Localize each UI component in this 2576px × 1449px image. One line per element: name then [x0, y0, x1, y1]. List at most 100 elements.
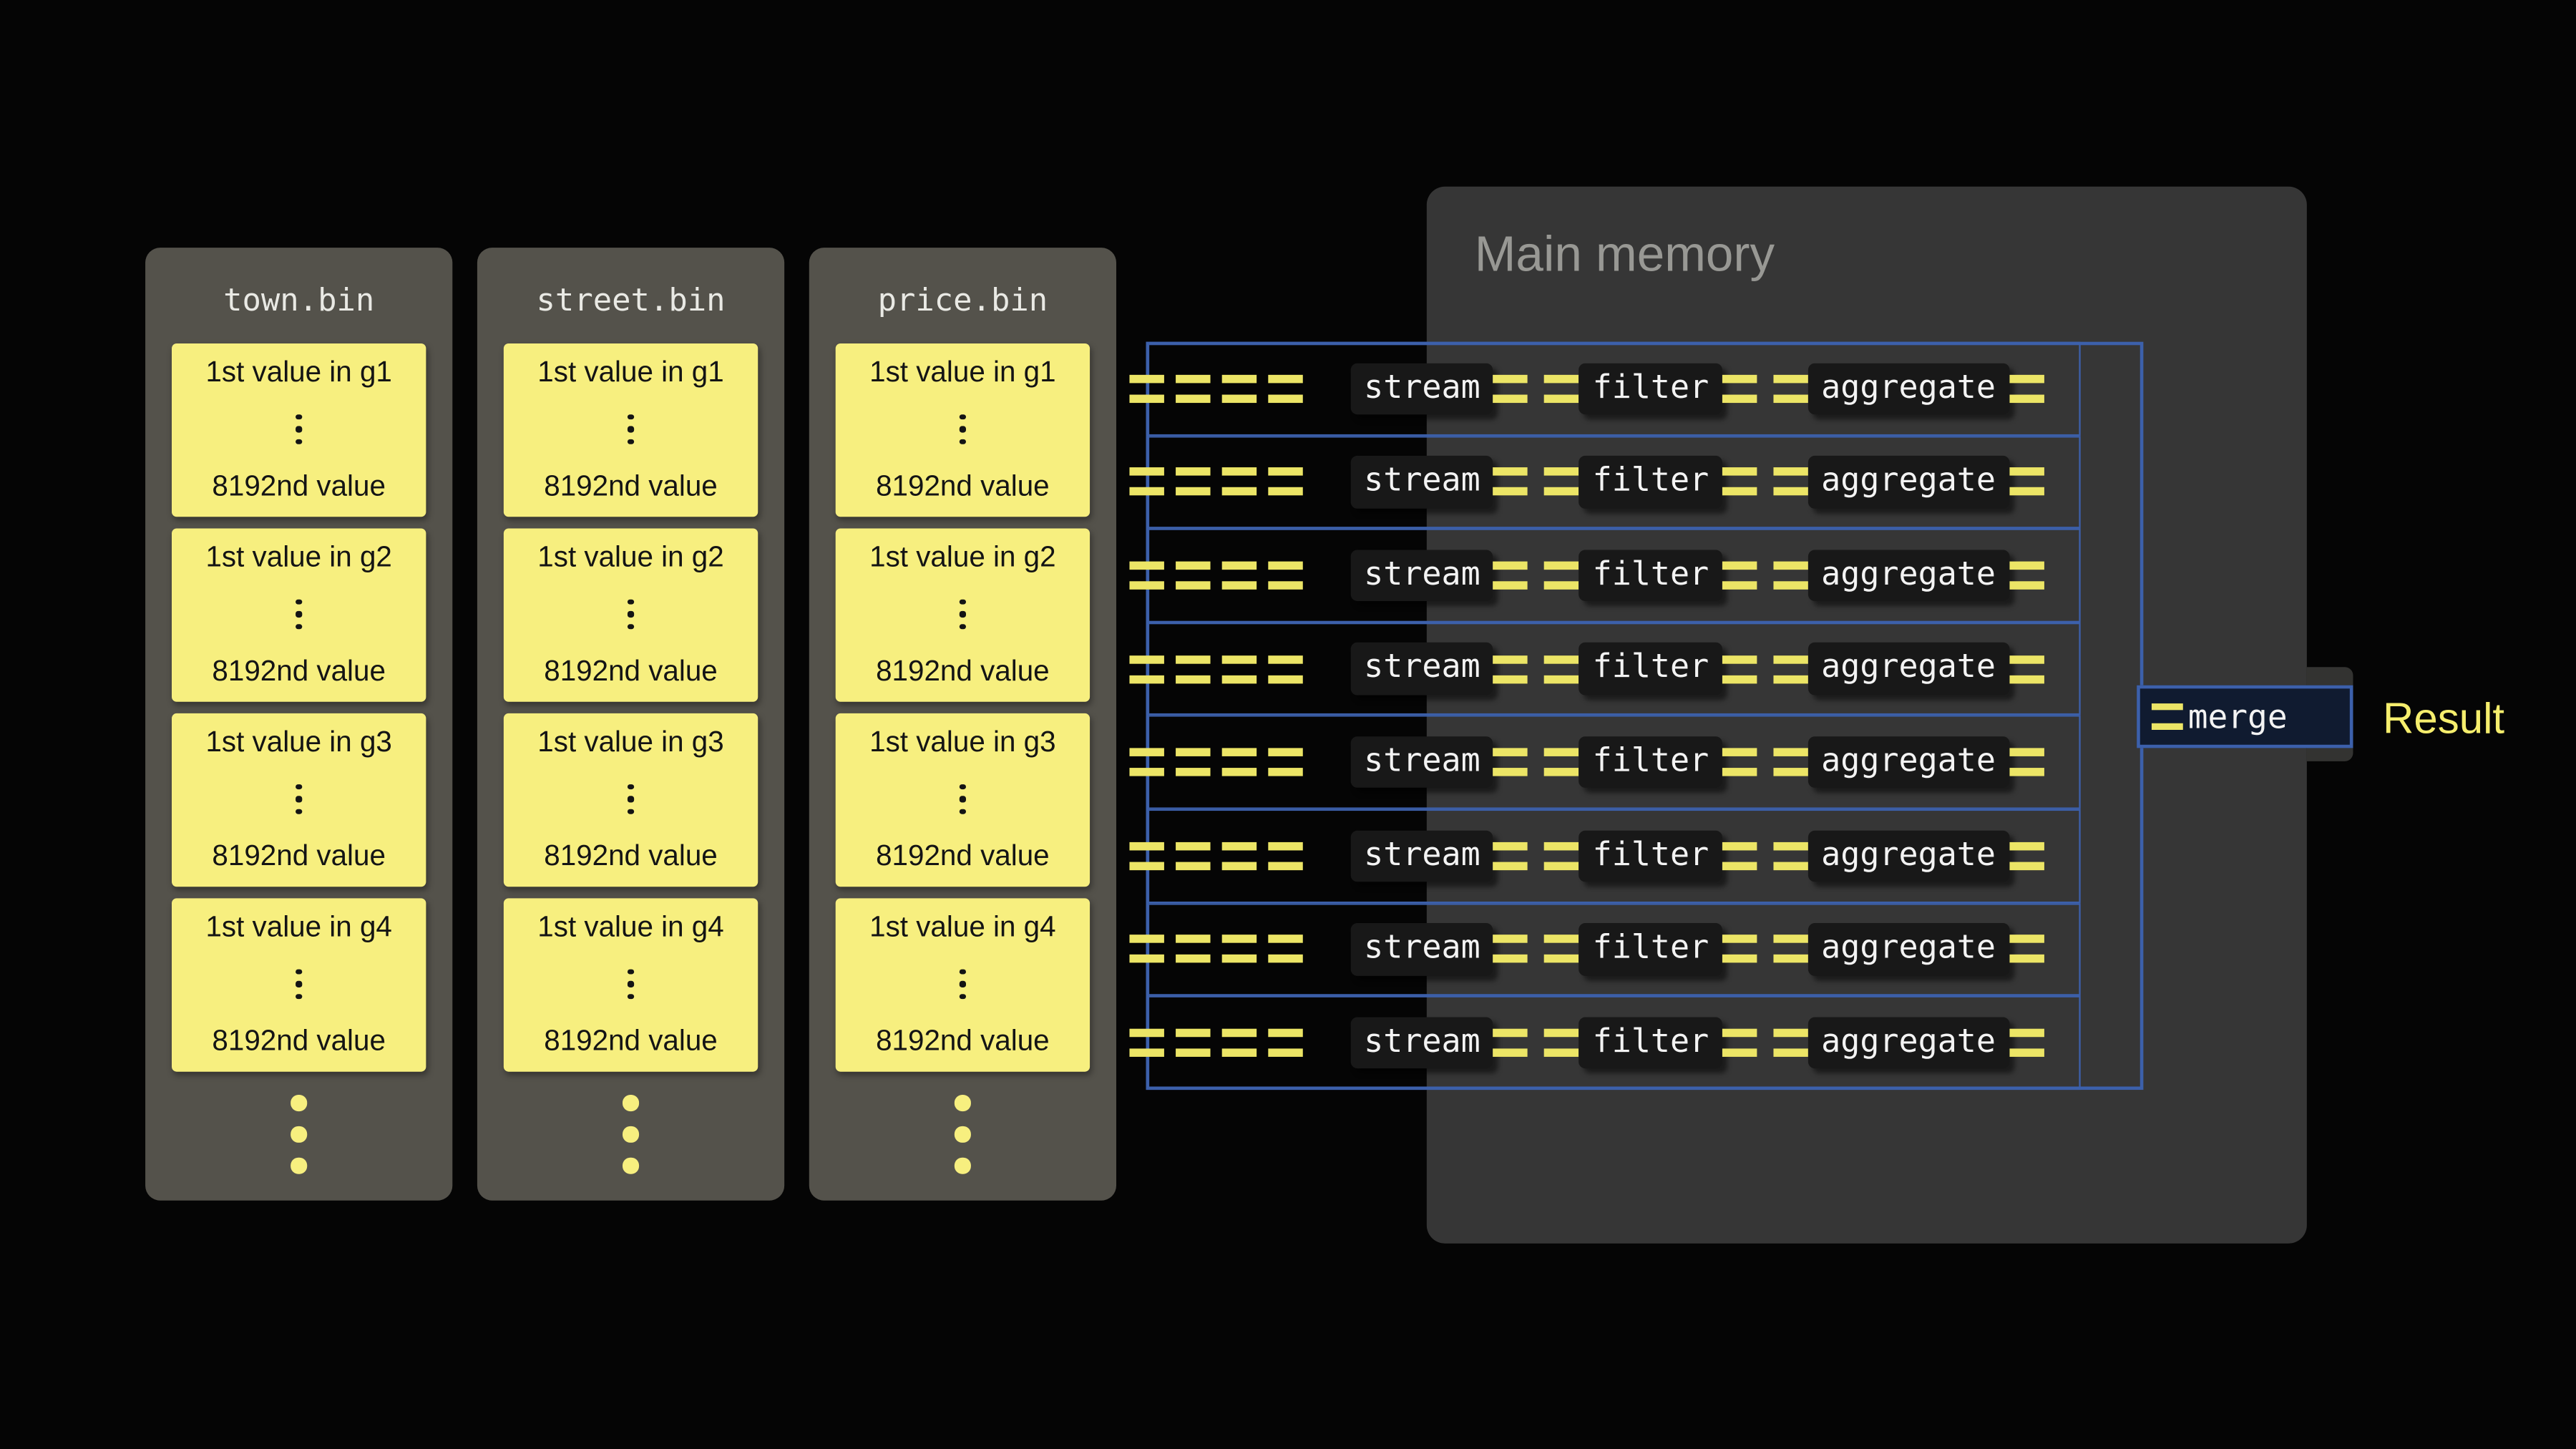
equals-icon — [1773, 561, 1808, 590]
equals-icon — [1129, 841, 1164, 870]
chunk-last-value: 8192nd value — [212, 468, 386, 502]
stage-box-filter: filter — [1579, 549, 1722, 602]
stage-box-aggregate: aggregate — [1807, 736, 2009, 789]
dot — [955, 1157, 971, 1174]
dot — [960, 624, 966, 630]
vertical-ellipsis-icon — [960, 599, 966, 630]
stage-box-stream: stream — [1350, 549, 1494, 602]
chunk-last-value: 8192nd value — [212, 838, 386, 872]
stage-box-stream: stream — [1350, 643, 1494, 696]
chunk-first-value: 1st value in g3 — [205, 725, 392, 758]
equals-icon — [1722, 561, 1757, 590]
equals-icon — [1268, 841, 1303, 870]
equals-icon — [1544, 655, 1580, 683]
dot — [296, 624, 302, 630]
dot — [960, 994, 966, 1000]
vertical-ellipsis-icon — [296, 784, 302, 815]
more-chunks-ellipsis-icon — [477, 1094, 784, 1174]
dot — [628, 599, 634, 605]
merge-box: merge — [2137, 684, 2353, 748]
dot — [960, 981, 966, 987]
equals-icon — [1268, 1028, 1303, 1057]
dot — [296, 611, 302, 618]
main-memory-title: Main memory — [1474, 228, 1775, 283]
equals-icon — [1722, 935, 1757, 964]
chunk-last-value: 8192nd value — [544, 1023, 718, 1057]
equals-icon — [1221, 655, 1257, 683]
chunk-last-value: 8192nd value — [876, 1023, 1050, 1057]
stage-box-filter: filter — [1579, 643, 1722, 696]
equals-icon — [1268, 748, 1303, 777]
pipeline-row-frame — [1146, 716, 2081, 809]
equals-icon — [1176, 1028, 1211, 1057]
dot — [960, 809, 966, 815]
equals-icon — [1176, 841, 1211, 870]
dot — [628, 784, 634, 789]
equals-icon — [1221, 935, 1257, 964]
vertical-ellipsis-icon — [960, 784, 966, 815]
dot — [623, 1126, 639, 1142]
dot — [296, 784, 302, 789]
stage-box-filter: filter — [1579, 362, 1722, 415]
chunk-first-value: 1st value in g3 — [869, 725, 1056, 758]
dot — [960, 599, 966, 605]
equals-icon — [2009, 467, 2044, 497]
chunk-last-value: 8192nd value — [876, 838, 1050, 872]
dot — [296, 981, 302, 987]
dot — [628, 439, 634, 445]
dot — [291, 1126, 307, 1142]
equals-icon — [1129, 374, 1164, 403]
chunk-last-value: 8192nd value — [212, 653, 386, 687]
equals-icon — [1268, 374, 1303, 403]
stage-box-filter: filter — [1579, 456, 1722, 508]
stage-box-aggregate: aggregate — [1807, 643, 2009, 696]
stage-box-stream: stream — [1350, 829, 1494, 882]
equals-icon — [1176, 467, 1211, 497]
dot — [291, 1094, 307, 1111]
equals-icon — [1544, 561, 1580, 590]
pipeline-row-frame — [1146, 902, 2081, 996]
equals-icon — [1773, 935, 1808, 964]
chunk-last-value: 8192nd value — [876, 468, 1050, 502]
equals-icon — [1773, 374, 1808, 403]
equals-icon — [1176, 655, 1211, 683]
equals-icon — [1493, 374, 1528, 403]
dot — [296, 599, 302, 605]
stage-box-aggregate: aggregate — [1807, 1016, 2009, 1069]
equals-icon — [1176, 374, 1211, 403]
stage-box-stream: stream — [1350, 362, 1494, 415]
pipeline-row-frame — [1146, 341, 2081, 436]
equals-icon — [1773, 1028, 1808, 1057]
equals-icon — [1493, 655, 1528, 683]
equals-icon — [1544, 748, 1580, 777]
dot — [296, 796, 302, 802]
stage-box-aggregate: aggregate — [1807, 829, 2009, 882]
vertical-ellipsis-icon — [628, 414, 634, 445]
equals-icon — [2009, 374, 2044, 403]
equals-icon — [1493, 1028, 1528, 1057]
equals-icon — [1493, 561, 1528, 590]
vertical-ellipsis-icon — [296, 414, 302, 445]
chunk-first-value: 1st value in g1 — [537, 355, 724, 389]
vertical-ellipsis-icon — [960, 414, 966, 445]
equals-icon — [1129, 935, 1164, 964]
equals-icon — [1493, 841, 1528, 870]
dot — [960, 426, 966, 432]
vertical-ellipsis-icon — [628, 784, 634, 815]
file-name-label: street.bin — [536, 282, 726, 319]
chunk-first-value: 1st value in g4 — [205, 909, 392, 943]
equals-icon — [1129, 655, 1164, 683]
equals-icon — [1129, 748, 1164, 777]
